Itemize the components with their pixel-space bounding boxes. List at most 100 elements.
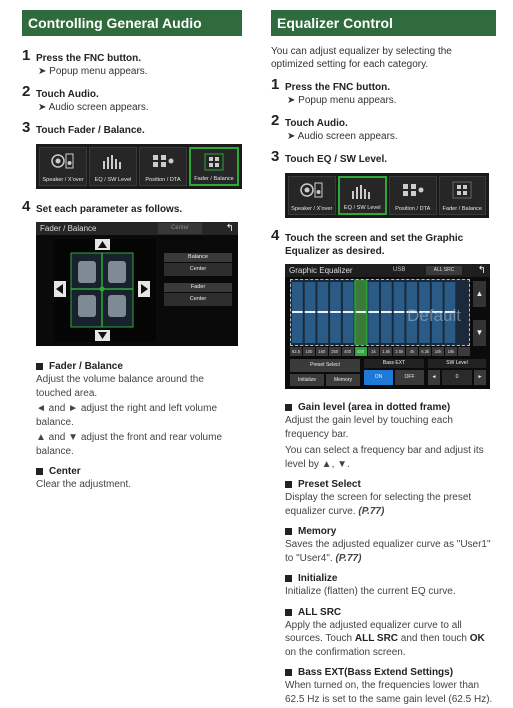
preset-name: Default <box>407 306 461 325</box>
speaker-xover-tile[interactable]: Speaker / X'over <box>39 147 87 186</box>
desc-head-gain-level: Gain level (area in dotted frame) <box>285 401 496 414</box>
speaker-icon <box>51 151 75 171</box>
bass-ext-label: Bass EXT <box>364 359 424 368</box>
fader-balance-tile[interactable]: Fader / Balance <box>438 176 486 215</box>
fader-balance-screen: Fader / Balance Center ↰ <box>36 222 238 346</box>
all-src-button[interactable]: ALL SRC <box>426 266 462 275</box>
frequency-label[interactable]: 1.6k <box>380 347 393 356</box>
fader-label: Fader <box>164 283 232 292</box>
right-step-1: 1 Press the FNC button. ➤ Popup menu app… <box>271 76 397 106</box>
frequency-label-spacer <box>457 347 470 356</box>
balance-value: Center <box>164 263 232 276</box>
all-src-desc: Apply the adjusted equalizer curve to al… <box>285 619 485 658</box>
eq-band-level <box>317 311 329 313</box>
frequency-label[interactable]: 160 <box>315 347 328 356</box>
step-number: 4 <box>271 227 280 244</box>
level-up-button[interactable]: ▲ <box>473 281 486 307</box>
fader-balance-key: Fader / Balance <box>68 125 142 136</box>
preset-select-desc: Display the screen for selecting the pre… <box>285 492 472 517</box>
frequency-label[interactable]: 630 <box>354 347 367 356</box>
frequency-label[interactable]: 2.5k <box>393 347 406 356</box>
eq-band-level <box>431 311 443 313</box>
left-column: Controlling General Audio 1 Press the FN… <box>22 10 242 492</box>
right-column: Equalizer Control You can adjust equaliz… <box>271 10 496 706</box>
speaker-xover-tile[interactable]: Speaker / X'over <box>288 176 336 215</box>
frequency-label[interactable]: 100 <box>302 347 315 356</box>
memory-button[interactable]: Memory <box>326 374 360 386</box>
eq-bar-graph[interactable] <box>291 280 469 345</box>
position-dta-tile[interactable]: Position / DTA <box>139 147 187 186</box>
bass-ext-on-button[interactable]: ON <box>364 370 393 385</box>
frequency-label[interactable]: 1k <box>367 347 380 356</box>
memory-desc: Saves the adjusted equalizer curve as "U… <box>285 539 491 564</box>
fnc-key: FNC <box>83 53 105 64</box>
desc-head-fader-balance: Fader / Balance <box>36 360 242 373</box>
step-number: 3 <box>22 119 31 136</box>
center-button[interactable]: Center <box>158 223 202 234</box>
step-number: 1 <box>271 76 280 93</box>
eq-sw-level-tile[interactable]: EQ / SW Level <box>337 176 387 215</box>
gain-level-area[interactable]: Default <box>290 279 470 346</box>
eq-band-level <box>292 311 303 313</box>
source-label: USB <box>393 267 406 273</box>
sw-level-label: SW Level <box>428 359 486 368</box>
step-number: 3 <box>271 148 280 165</box>
fader-value: Center <box>164 293 232 306</box>
audio-menu-strip-eq: Speaker / X'over EQ / SW Level Position … <box>285 173 489 218</box>
frequency-label[interactable]: 16k <box>445 347 457 356</box>
eq-band-level <box>419 311 430 313</box>
desc-head-all-src: ALL SRC <box>285 606 496 619</box>
left-step-4: 4 Set each parameter as follows. <box>22 198 183 215</box>
car-seat-map[interactable] <box>54 239 156 342</box>
eq-band-level <box>406 311 418 313</box>
sw-level-down-button[interactable]: ◄ <box>428 370 440 385</box>
sw-level-up-button[interactable]: ► <box>474 370 486 385</box>
back-icon[interactable]: ↰ <box>225 223 234 234</box>
frequency-label[interactable]: 400 <box>341 347 354 356</box>
frequency-label[interactable]: 10k <box>432 347 445 356</box>
fader-icon <box>202 152 226 172</box>
back-icon[interactable]: ↰ <box>477 265 486 276</box>
desc-head-bass-ext: Bass EXT (Bass Extend Settings) <box>285 666 496 679</box>
bass-ext-off-button[interactable]: OFF <box>395 370 424 385</box>
equalizer-intro: You can adjust equalizer by selecting th… <box>271 46 452 70</box>
selected-band-frame <box>354 280 368 345</box>
desc-head-preset-select: Preset Select <box>285 478 496 491</box>
balance-label: Balance <box>164 253 232 262</box>
eq-band-level <box>381 311 392 313</box>
left-step-3: 3 Touch Fader / Balance. <box>22 119 145 136</box>
audio-key: Audio <box>67 89 96 100</box>
equalizer-icon <box>102 151 124 171</box>
left-step-1: 1 Press the FNC button. ➤ Popup menu app… <box>22 47 148 77</box>
preset-select-button[interactable]: Preset Select <box>290 359 360 372</box>
left-descriptions: Fader / Balance Adjust the volume balanc… <box>36 360 242 492</box>
eq-band-level <box>355 311 367 313</box>
section-title-general-audio: Controlling General Audio <box>22 10 242 36</box>
level-down-button[interactable]: ▼ <box>473 320 486 346</box>
right-descriptions: Gain level (area in dotted frame) Adjust… <box>285 401 496 706</box>
step-number: 2 <box>271 112 280 129</box>
fader-icon <box>450 180 474 200</box>
eq-band-level <box>342 311 354 313</box>
desc-head-center: Center <box>36 465 242 478</box>
frequency-label[interactable]: 4k <box>406 347 419 356</box>
audio-menu-strip: Speaker / X'over EQ / SW Level Position … <box>36 144 242 189</box>
eq-band-level <box>368 311 379 313</box>
frequency-label[interactable]: 62.5 <box>290 347 302 356</box>
desc-head-memory: Memory <box>285 525 496 538</box>
right-step-3: 3 Touch EQ / SW Level. <box>271 148 388 165</box>
section-title-equalizer: Equalizer Control <box>271 10 496 36</box>
eq-band-level <box>444 311 456 313</box>
screen-title: Fader / Balance <box>36 222 238 235</box>
step-number: 4 <box>22 198 31 215</box>
frequency-label[interactable]: 250 <box>328 347 341 356</box>
position-dta-tile[interactable]: Position / DTA <box>389 176 437 215</box>
eq-band-level <box>393 311 405 313</box>
fader-balance-tile[interactable]: Fader / Balance <box>189 147 239 186</box>
sw-level-value: 0 <box>442 370 472 385</box>
frequency-label[interactable]: 6.3k <box>419 347 432 356</box>
right-step-4: 4 Touch the screen and set the Graphic E… <box>271 227 464 257</box>
initialize-button[interactable]: Initialize <box>290 374 324 386</box>
eq-sw-level-tile[interactable]: EQ / SW Level <box>89 147 137 186</box>
